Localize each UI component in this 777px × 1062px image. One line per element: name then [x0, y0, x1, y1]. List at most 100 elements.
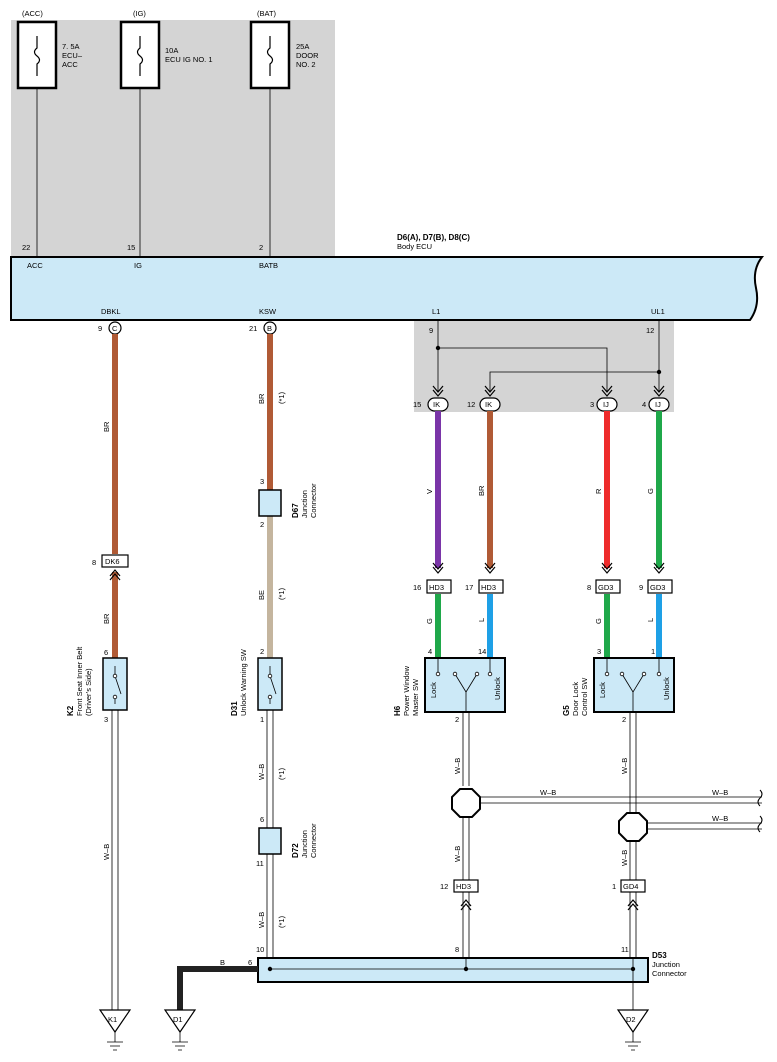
svg-text:IG: IG: [134, 261, 142, 270]
svg-text:HD3: HD3: [481, 583, 496, 592]
svg-text:L1: L1: [432, 307, 440, 316]
svg-text:9: 9: [639, 583, 643, 592]
svg-text:W–B: W–B: [712, 814, 728, 823]
svg-text:Connector: Connector: [309, 823, 318, 858]
svg-text:2: 2: [259, 243, 263, 252]
svg-text:Connector: Connector: [309, 483, 318, 518]
svg-text:G: G: [594, 618, 603, 624]
switch-k2: 6 3 K2 Front Seat Inner Belt (Driver’s S…: [66, 646, 128, 724]
svg-text:D6(A), D7(B), D8(C): D6(A), D7(B), D8(C): [397, 233, 470, 242]
junction-d67: 3 2 D67 Junction Connector: [258, 477, 318, 529]
svg-text:H6: H6: [393, 705, 402, 716]
switch-h6: 4 14 Lock Unlock 2 H6 Power Window Maste…: [393, 647, 506, 724]
svg-text:Junction: Junction: [300, 830, 309, 858]
svg-text:L: L: [646, 618, 655, 622]
svg-text:D53: D53: [652, 951, 667, 960]
fuse-bat: (BAT) 25A DOOR NO. 2: [249, 9, 319, 90]
svg-text:W–B: W–B: [540, 788, 556, 797]
svg-text:IK: IK: [433, 400, 440, 409]
svg-text:2: 2: [260, 647, 264, 656]
svg-text:K2: K2: [66, 705, 75, 716]
svg-text:9: 9: [429, 326, 433, 335]
svg-text:D1: D1: [173, 1015, 183, 1024]
svg-text:(BAT): (BAT): [257, 9, 277, 18]
relay-wiring: [432, 320, 665, 397]
svg-text:(*1): (*1): [277, 767, 286, 780]
svg-text:HD3: HD3: [456, 882, 471, 891]
svg-text:16: 16: [413, 583, 421, 592]
svg-text:G: G: [646, 488, 655, 494]
svg-text:7. 5A: 7. 5A: [62, 42, 80, 51]
svg-text:B: B: [267, 324, 272, 333]
svg-text:IJ: IJ: [655, 400, 661, 409]
svg-text:G5: G5: [562, 705, 571, 716]
svg-text:15: 15: [127, 243, 135, 252]
svg-text:D72: D72: [291, 843, 300, 858]
svg-text:(IG): (IG): [133, 9, 146, 18]
svg-text:11: 11: [256, 859, 264, 868]
svg-text:BR: BR: [102, 613, 111, 624]
svg-text:HD3: HD3: [429, 583, 444, 592]
svg-text:2: 2: [455, 715, 459, 724]
svg-text:6: 6: [260, 815, 264, 824]
svg-text:IJ: IJ: [603, 400, 609, 409]
svg-text:Power Window: Power Window: [402, 665, 411, 716]
svg-text:V: V: [425, 489, 434, 494]
svg-text:4: 4: [642, 400, 646, 409]
connector-dk6: 8 DK6: [92, 554, 129, 581]
wire-labels: BR BR BR (*1) BE (*1) V BR R G G L G L: [102, 391, 655, 624]
fuse-ig: (IG) 10A ECU IG NO. 1: [119, 9, 213, 90]
svg-text:C: C: [112, 324, 118, 333]
wb-labels: W–B W–B (*1) W–B (*1) W–B W–B W–B W–B W–…: [102, 758, 728, 967]
svg-text:Door Lock: Door Lock: [571, 682, 580, 716]
svg-text:W–B: W–B: [257, 764, 266, 780]
svg-text:W–B: W–B: [453, 846, 462, 862]
svg-text:12: 12: [646, 326, 654, 335]
svg-text:Lock: Lock: [598, 682, 607, 698]
svg-text:Master SW: Master SW: [411, 678, 420, 716]
svg-text:3: 3: [597, 647, 601, 656]
svg-text:3: 3: [260, 477, 264, 486]
svg-text:GD3: GD3: [650, 583, 665, 592]
svg-text:L: L: [477, 618, 486, 622]
svg-text:17: 17: [465, 583, 473, 592]
svg-text:BATB: BATB: [259, 261, 278, 270]
svg-text:DOOR: DOOR: [296, 51, 319, 60]
wire-b: [177, 966, 258, 1010]
svg-text:Body ECU: Body ECU: [397, 242, 432, 251]
svg-text:D67: D67: [291, 503, 300, 518]
svg-text:NO. 2: NO. 2: [296, 60, 316, 69]
svg-text:(*1): (*1): [277, 391, 286, 404]
body-ecu: D6(A), D7(B), D8(C) Body ECU ACC IG BATB…: [10, 233, 765, 321]
svg-text:W–B: W–B: [712, 788, 728, 797]
svg-text:9: 9: [98, 324, 102, 333]
svg-text:Junction: Junction: [300, 490, 309, 518]
svg-text:W–B: W–B: [620, 850, 629, 866]
junction-d72: 6 11 D72 Junction Connector: [256, 815, 318, 868]
svg-text:D31: D31: [230, 701, 239, 716]
svg-text:W–B: W–B: [257, 912, 266, 928]
wb-wires: [111, 710, 762, 1010]
switch-g5: 3 1 Lock Unlock 2 G5 Door Lock Control S…: [562, 647, 675, 724]
svg-text:10A: 10A: [165, 46, 178, 55]
svg-text:8: 8: [92, 558, 96, 567]
svg-text:W–B: W–B: [620, 758, 629, 774]
svg-text:14: 14: [478, 647, 486, 656]
svg-text:1: 1: [260, 715, 264, 724]
fuse-acc: (ACC) 7. 5A ECU– ACC: [16, 9, 83, 90]
relay-area-shade: [414, 320, 674, 412]
svg-text:12: 12: [467, 400, 475, 409]
colored-wires: [112, 334, 662, 660]
svg-text:10: 10: [256, 945, 264, 954]
ground-d2: D2: [616, 1009, 650, 1051]
svg-text:ACC: ACC: [27, 261, 43, 270]
svg-text:6: 6: [248, 958, 252, 967]
ground-d1: D1: [163, 1009, 197, 1051]
svg-text:8: 8: [455, 945, 459, 954]
svg-text:Unlock: Unlock: [493, 677, 502, 700]
svg-text:Junction: Junction: [652, 960, 680, 969]
svg-text:BR: BR: [477, 485, 486, 496]
svg-text:25A: 25A: [296, 42, 309, 51]
svg-text:ECU IG NO. 1: ECU IG NO. 1: [165, 55, 213, 64]
